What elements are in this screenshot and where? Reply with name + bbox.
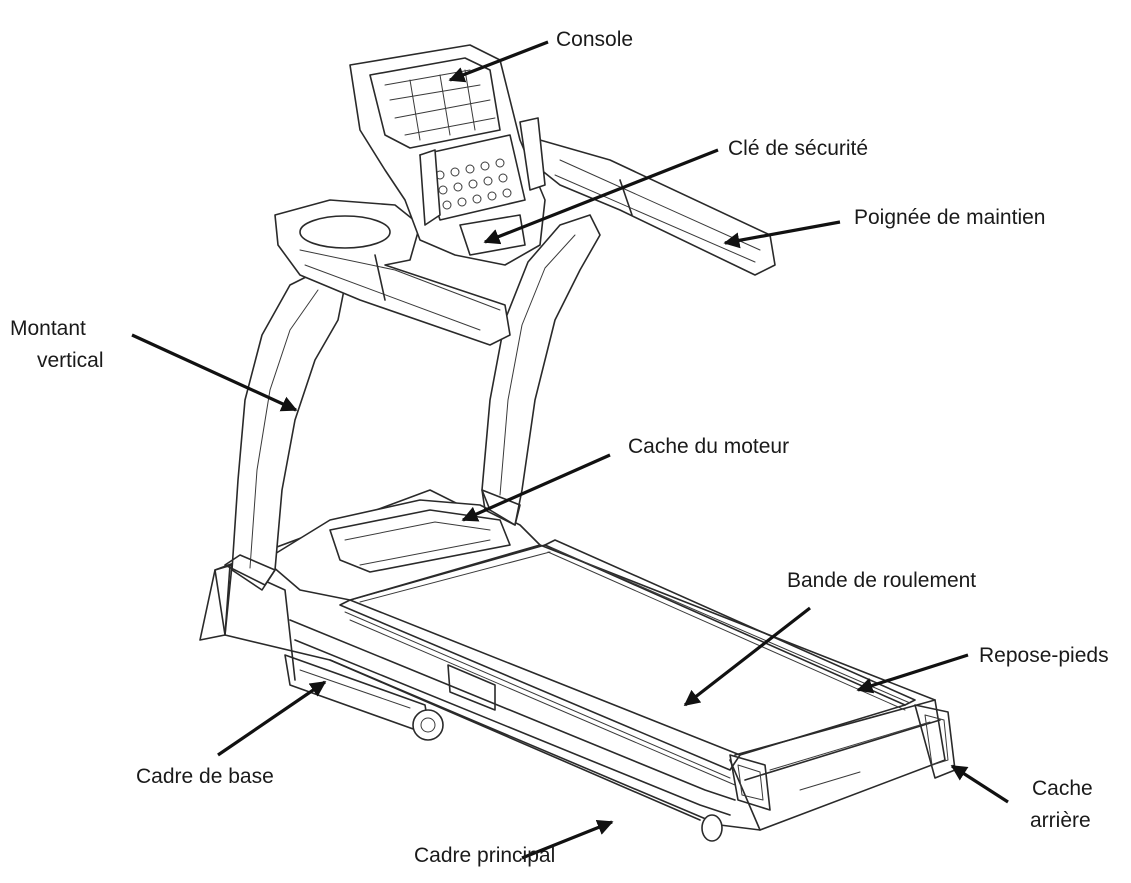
label-upright-line1: Montant [10, 317, 86, 340]
label-safety-key: Clé de sécurité [728, 137, 868, 160]
treadmill-drawing [199, 44, 956, 842]
label-rear-cover-line1: Cache [1032, 777, 1093, 800]
arrow-motor-cover [461, 453, 611, 522]
label-handrail: Poignée de maintien [854, 206, 1045, 229]
side-badge [447, 664, 496, 711]
arrow-footrest [856, 653, 969, 694]
label-console: Console [556, 28, 633, 51]
label-base-frame: Cadre de base [136, 765, 274, 788]
label-rear-cover-line2: arrière [1030, 809, 1091, 832]
arrow-upright [131, 333, 298, 412]
console-keypad [435, 158, 512, 210]
label-motor-cover: Cache du moteur [628, 435, 789, 458]
arrow-base-frame [217, 680, 327, 757]
label-upright-line2: vertical [37, 349, 104, 372]
part-labels: Console Clé de sécurité Poignée de maint… [10, 28, 1109, 867]
label-running-belt: Bande de roulement [787, 569, 976, 592]
arrow-rear-cover [950, 764, 1009, 804]
label-main-frame: Cadre principal [414, 844, 555, 867]
label-footrest: Repose-pieds [979, 644, 1109, 667]
handrail-left-shape [274, 199, 511, 346]
arrow-running-belt [683, 606, 811, 707]
arrow-main-frame [521, 819, 614, 860]
motor-cover-shape [264, 499, 541, 601]
console-shape [349, 44, 546, 266]
arrow-safety-key [483, 148, 719, 245]
footrest-shape [339, 539, 916, 786]
base-frame-shape [199, 564, 723, 842]
leader-arrows [131, 40, 1009, 860]
arrow-console [448, 40, 549, 83]
arrow-handrail [723, 220, 841, 249]
